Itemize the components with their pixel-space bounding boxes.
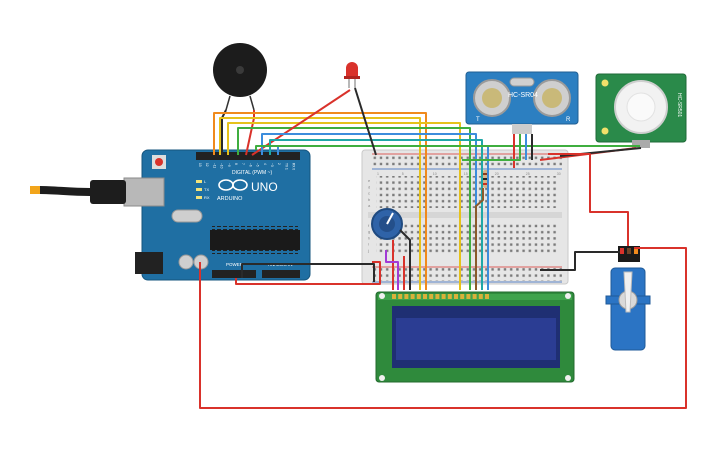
potentiometer[interactable] (371, 208, 403, 240)
breadboard-row-number: 1 (377, 172, 379, 176)
lcd-pin (478, 294, 483, 299)
digital-pin-label: ~11 (212, 163, 216, 168)
pir-label: HC-SR501 (676, 93, 682, 117)
led-rx-label: RX (204, 195, 210, 200)
piezo-buzzer (213, 43, 267, 111)
digital-pin-label: 7 (241, 163, 245, 165)
lcd-pin (423, 294, 427, 299)
pir-sensor: HC-SR501 (595, 73, 687, 148)
power-label: POWER (226, 262, 244, 267)
lcd-pin (485, 294, 489, 299)
digital-pin-label: ~3 (270, 163, 274, 167)
digital-label: DIGITAL (PWM ~) (232, 170, 272, 176)
usb-cable (30, 180, 126, 204)
breadboard-letter: d (368, 184, 370, 189)
led-l-label: L (204, 179, 207, 184)
digital-pin-label: RX 0 (292, 163, 296, 170)
lcd-screen (396, 318, 556, 360)
red-led (344, 62, 360, 88)
breadboard-letter: h (368, 235, 370, 240)
breadboard-row-number: 10 (433, 172, 437, 176)
lcd-pin (404, 294, 409, 299)
breadboard-row-number: 5 (402, 172, 404, 176)
breadboard-row-number: 25 (526, 172, 530, 176)
lcd-pin (454, 294, 458, 299)
breadboard-letter: f (368, 223, 370, 228)
digital-pin-label: 8 (234, 163, 238, 165)
digital-pin-label: ~9 (227, 163, 231, 167)
ultrasonic-pin-r: R (566, 117, 571, 123)
lcd-pin (410, 294, 415, 299)
lcd-pin (466, 294, 471, 299)
lcd-pin (472, 294, 477, 299)
ultrasonic-sensor: HC-SR04 T R (465, 71, 579, 134)
ultrasonic-pin-t: T (476, 117, 480, 123)
breadboard-letter: j (367, 248, 369, 253)
breadboard-letter: g (368, 229, 370, 234)
breadboard-letter: c (368, 191, 370, 196)
digital-pin-label: 2 (277, 163, 281, 165)
breadboard-letter: a (368, 203, 371, 208)
lcd-pin (416, 294, 421, 299)
power-jack (135, 252, 163, 274)
lcd-pin (441, 294, 446, 299)
breadboard-row-number: 15 (464, 172, 468, 176)
lcd-pin (447, 294, 452, 299)
ultrasonic-label: HC-SR04 (508, 92, 538, 99)
lcd-pin (392, 294, 396, 299)
breadboard-letter: i (368, 242, 369, 247)
digital-pin-label: ~10 (220, 163, 224, 169)
arduino-logo-icon (218, 179, 248, 191)
lcd-pin (460, 294, 465, 299)
atmega-chip (210, 230, 300, 250)
lcd-pin (398, 294, 403, 299)
breadboard-letter: e (368, 178, 371, 183)
digital-pin-label: 13 (198, 163, 202, 167)
breadboard-letter: b (368, 197, 371, 202)
led-tx-label: TX (204, 187, 209, 192)
wiring (199, 87, 687, 409)
digital-pin-label: TX 1 (284, 163, 288, 170)
lcd-pin (429, 294, 434, 299)
board-model: UNO (251, 180, 278, 194)
lcd-pin (435, 294, 440, 299)
servo-motor (605, 246, 651, 351)
digital-pin-label: 12 (205, 163, 209, 167)
board-brand: ARDUINO (217, 196, 243, 202)
usb-port (123, 177, 165, 207)
lcd-display (375, 291, 575, 383)
digital-pin-label: ~5 (256, 163, 260, 167)
digital-pin-label: 4 (263, 163, 267, 165)
breadboard-row-number: 20 (495, 172, 499, 176)
digital-pin-label: ~6 (248, 163, 252, 167)
breadboard-row-number: 30 (557, 172, 561, 176)
